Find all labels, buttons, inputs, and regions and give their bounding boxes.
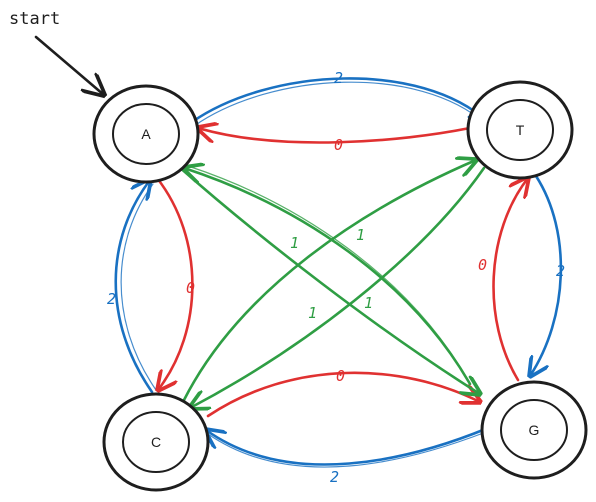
- transition-T-C: 1: [190, 166, 486, 408]
- edge-A-C-label: 0: [186, 279, 195, 297]
- transitions: 2 0 2 0 2 0 0: [107, 69, 565, 486]
- transition-G-C: 2: [206, 428, 490, 486]
- edge-A-G-line: [176, 164, 480, 394]
- transition-A-G: 1: [176, 164, 480, 394]
- edge-C-G-label: 0: [336, 367, 345, 385]
- state-G-inner-circle: [500, 399, 568, 461]
- edge-A-C-line: [157, 176, 194, 390]
- edge-T-G-line: [530, 174, 563, 376]
- edge-A-T-label: 2: [334, 69, 343, 87]
- edge-T-A-label: 0: [334, 136, 343, 154]
- edge-C-T-label: 1: [290, 234, 299, 252]
- state-G[interactable]: G: [480, 380, 588, 480]
- state-A[interactable]: A: [92, 84, 200, 184]
- state-A-inner-circle: [112, 103, 180, 165]
- transition-C-A: 2: [107, 180, 157, 394]
- edge-G-T-label: 0: [478, 256, 487, 274]
- state-A-label: A: [141, 126, 151, 142]
- edge-T-A-line: [198, 128, 472, 144]
- start-label: start: [9, 9, 60, 29]
- edge-A-G-label: 1: [308, 304, 317, 322]
- start-arrow: [34, 35, 104, 95]
- state-G-label: G: [529, 422, 540, 438]
- transition-C-T: 1: [182, 160, 476, 402]
- edge-A-T-line: [190, 77, 488, 122]
- edge-C-A-label: 2: [107, 290, 116, 308]
- edge-G-C-line: [206, 428, 490, 466]
- state-T-label: T: [516, 122, 525, 138]
- state-T-inner-circle: [486, 99, 554, 161]
- edge-C-G-line: [206, 371, 480, 418]
- edge-G-T-line: [492, 178, 528, 382]
- edge-G-C-label: 2: [330, 468, 339, 486]
- state-C-label: C: [151, 434, 161, 450]
- edge-T-C-line: [190, 166, 486, 408]
- edge-G-A-line: [184, 168, 472, 386]
- edge-T-G-label: 2: [556, 262, 565, 280]
- transition-T-A: 0: [198, 128, 472, 154]
- states: A T C G: [92, 80, 588, 492]
- state-C[interactable]: C: [102, 392, 210, 492]
- state-T[interactable]: T: [466, 80, 574, 180]
- transition-C-G: 0: [206, 367, 480, 418]
- edge-T-C-label: 1: [364, 294, 373, 312]
- edge-C-T-line: [182, 160, 476, 402]
- edge-G-A-label: 1: [356, 226, 365, 244]
- start-indicator: start: [9, 9, 104, 95]
- transition-G-T: 0: [478, 178, 528, 382]
- transition-T-G: 2: [530, 174, 565, 376]
- edge-C-A-line: [114, 180, 152, 394]
- transition-A-T: 2: [190, 69, 488, 127]
- transition-G-A: 1: [184, 166, 472, 386]
- state-C-inner-circle: [122, 411, 190, 473]
- transition-A-C: 0: [157, 176, 195, 390]
